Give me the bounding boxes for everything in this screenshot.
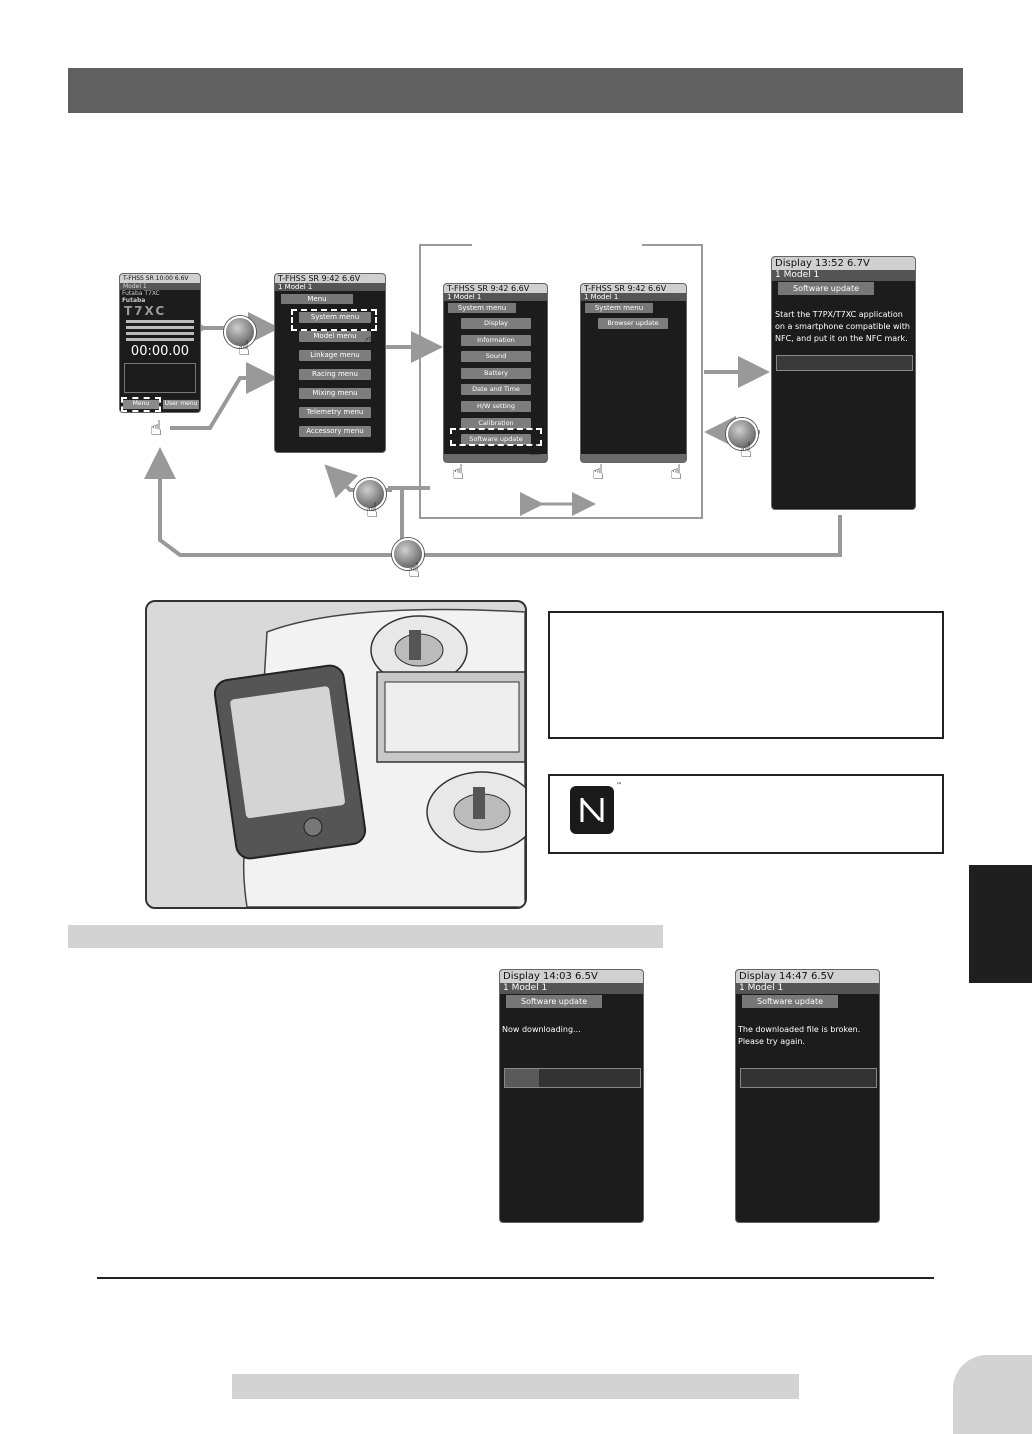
hand-pointer-icon: ☝: [364, 328, 377, 352]
nfc-mark-icon: [570, 786, 614, 834]
touch-button-icon: [354, 478, 386, 510]
page-footer: [444, 454, 547, 462]
model-label: Model 1: [120, 283, 200, 290]
divider: [97, 1277, 934, 1279]
status-bar: T-FHSS SR 10:00 6.6V: [120, 274, 200, 283]
error-screen: Display 14:47 6.5V 1 Model 1 Software up…: [735, 969, 880, 1223]
home-screen: T-FHSS SR 10:00 6.6V Model 1 Futaba T7XC…: [119, 273, 201, 413]
menu-title: Menu: [281, 294, 353, 304]
hand-pointer-icon: ☝: [670, 460, 683, 484]
system-item-h-w-setting[interactable]: H/W setting: [461, 401, 531, 412]
model-label: 1 Model 1: [444, 293, 547, 301]
menu-item-racing-menu[interactable]: Racing menu: [299, 369, 371, 380]
transmitter-illustration: [145, 600, 527, 909]
user-menu-button[interactable]: User menu: [162, 399, 200, 410]
hand-pointer-icon: ☝: [150, 416, 163, 440]
model-label: 1 Model 1: [772, 270, 915, 281]
highlight-menu: [121, 397, 161, 412]
page-footer: [581, 454, 686, 462]
status-bar: T-FHSS SR 9:42 6.6V: [581, 284, 686, 293]
system-item-sound[interactable]: Sound: [461, 351, 531, 363]
update-message: Start the T7PX/T7XC application on a sma…: [775, 310, 910, 343]
info-box: [548, 611, 944, 739]
system-item-battery[interactable]: Battery: [461, 367, 531, 379]
status-bar: Display 14:03 6.5V: [500, 970, 643, 983]
model-label: 1 Model 1: [500, 983, 643, 994]
system-item-date-and-time[interactable]: Date and Time: [461, 384, 531, 396]
highlight-system-menu: [291, 309, 377, 331]
status-bar: Display 14:47 6.5V: [736, 970, 879, 983]
menu-item-system-menu[interactable]: System menu: [299, 312, 371, 323]
model-label: 1 Model 1: [581, 293, 686, 301]
smartphone-icon: [213, 664, 367, 860]
touch-button-icon: [224, 316, 256, 348]
footer-bar: [232, 1374, 799, 1399]
touch-button-icon: [392, 538, 424, 570]
menu-item-linkage-menu[interactable]: Linkage menu: [299, 350, 371, 361]
side-tab: [969, 865, 1032, 983]
system-menu-screen-1: T-FHSS SR 9:42 6.6V 1 Model 1 System men…: [443, 283, 548, 463]
menu-item-accessory-menu[interactable]: Accessory menu: [299, 426, 371, 437]
arrow-back-to-home: [144, 447, 842, 557]
menu-item-model-menu[interactable]: Model menu: [299, 331, 371, 342]
update-title: Software update: [506, 995, 602, 1008]
hand-pointer-icon: ☝: [366, 498, 379, 522]
model-label: 1 Model 1: [275, 283, 385, 291]
system-bracket: [419, 244, 703, 519]
status-bar: T-FHSS SR 9:42 6.6V: [275, 274, 385, 283]
progress-bar: [740, 1068, 877, 1088]
timer: 00:00.00: [130, 344, 190, 359]
status-bar: Display 13:52 6.7V: [772, 257, 915, 270]
menu-item-mixing-menu[interactable]: Mixing menu: [299, 388, 371, 399]
brand-label-2: Futaba: [122, 297, 146, 304]
arrow-home-to-menu-lower: [170, 362, 278, 430]
page-corner-tab: [953, 1355, 1032, 1434]
hand-pointer-icon: ☝: [408, 558, 421, 582]
downloading-screen: Display 14:03 6.5V 1 Model 1 Software up…: [499, 969, 644, 1223]
system-title: System menu: [448, 303, 516, 313]
hand-pointer-icon: ☝: [452, 460, 465, 484]
browser-update-button[interactable]: Browser update: [598, 318, 668, 329]
system-item-calibration[interactable]: Calibration: [461, 417, 531, 429]
hand-pointer-icon: ☝: [592, 460, 605, 484]
highlight-software-update: [450, 428, 542, 446]
section-header-bar: [68, 68, 963, 113]
progress-fill: [505, 1069, 539, 1087]
brand-label: Futaba T7XC: [122, 290, 160, 297]
progress-bar: [504, 1068, 641, 1088]
menu-item-telemetry-menu[interactable]: Telemetry menu: [299, 407, 371, 418]
status-message: The downloaded file is broken. Please tr…: [738, 1025, 861, 1046]
software-update-screen: Display 13:52 6.7V 1 Model 1 Software up…: [771, 256, 916, 510]
hand-pointer-icon: ☝: [528, 436, 541, 460]
update-title: Software update: [778, 282, 874, 295]
transmitter-drawing: [213, 608, 525, 907]
status-message: Now downloading...: [502, 1025, 581, 1034]
update-title: Software update: [742, 995, 838, 1008]
menu-screen: T-FHSS SR 9:42 6.6V 1 Model 1 Menu Syste…: [274, 273, 386, 453]
system-title: System menu: [585, 303, 653, 313]
subsection-bar: [68, 925, 663, 948]
status-bar: T-FHSS SR 9:42 6.6V: [444, 284, 547, 293]
system-item-information[interactable]: Information: [461, 334, 531, 346]
system-item-software-update[interactable]: Software update: [461, 434, 531, 446]
progress-bar: [776, 355, 913, 371]
hand-pointer-icon: ☝: [740, 438, 753, 462]
hand-pointer-icon: ☝: [238, 336, 251, 360]
nfc-box: ™: [548, 774, 944, 854]
touch-button-icon: [726, 418, 758, 450]
system-menu-screen-2: T-FHSS SR 9:42 6.6V 1 Model 1 System men…: [580, 283, 687, 463]
logo: T7XC: [124, 304, 167, 318]
model-label: 1 Model 1: [736, 983, 879, 994]
system-item-display[interactable]: Display: [461, 318, 531, 329]
